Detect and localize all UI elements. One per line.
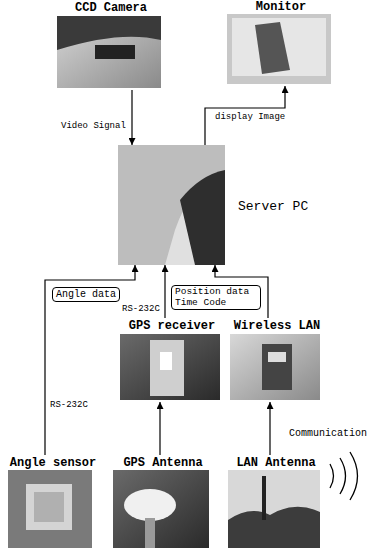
device-label: CCD Camera [55,1,167,15]
signal-arrow [269,402,270,455]
interface-label: RS-232C [122,304,160,314]
server-photo [118,145,225,265]
signal-arrow [164,265,165,318]
signal-label: display Image [214,112,286,122]
signal-label: Position data Time Code [171,285,261,310]
signal-label: Video Signal [60,121,127,131]
device-node: CCD Camera [55,0,167,90]
signal-arrow [131,90,132,145]
device-label: GPS Antenna [110,456,216,470]
device-label: LAN Antenna [226,456,326,470]
wireless-lan-photo [230,334,320,400]
signal-label: Angle data [52,287,120,302]
lan-antenna-photo [228,470,320,548]
device-node: GPS receiver [118,318,226,402]
device-node: LAN Antenna [226,455,326,550]
camera-photo [57,16,161,88]
device-node: Server PC [118,145,322,265]
device-node: GPS Antenna [110,455,216,550]
device-label: Monitor [225,0,337,14]
device-label: Wireless LAN [228,319,326,333]
radio-waves [330,452,358,500]
signal-arrow [45,265,135,455]
device-node: Wireless LAN [228,318,326,402]
gps-receiver-photo [120,334,220,400]
angle-sensor-photo [8,470,92,548]
interface-label: RS-232C [50,400,88,410]
device-label: Angle sensor [5,456,101,470]
signal-label: Communication [288,428,368,439]
gps-antenna-photo [113,470,209,548]
device-label: Server PC [238,200,322,214]
device-node: Monitor [225,0,337,86]
signal-arrow [159,402,160,455]
device-label: GPS receiver [118,319,226,333]
monitor-photo [227,14,331,84]
device-node: Angle sensor [5,455,101,550]
